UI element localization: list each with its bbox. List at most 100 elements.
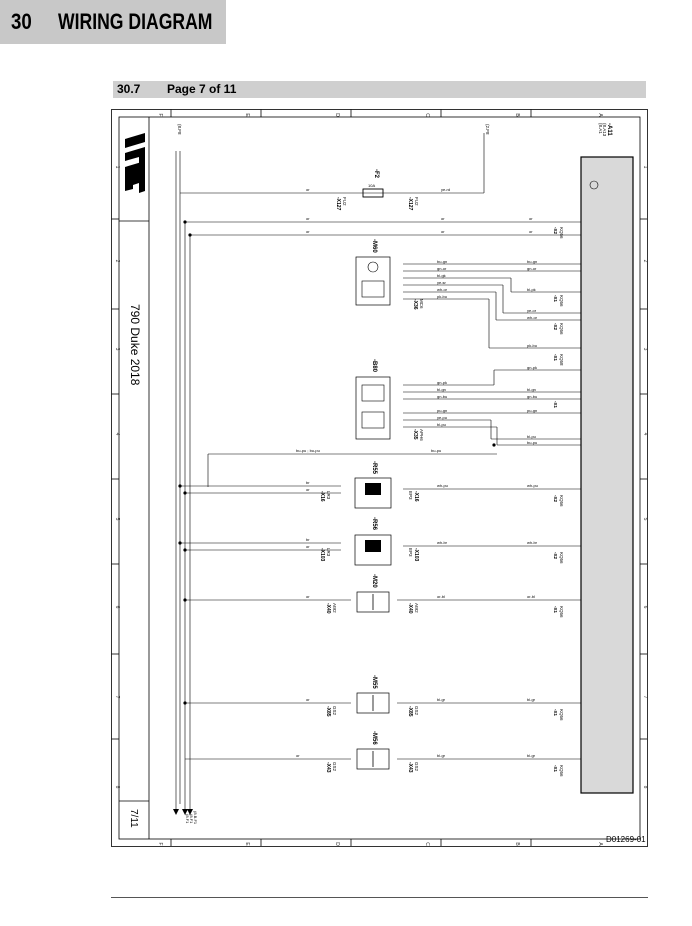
ref-bottom: (8.B.F1 bbox=[193, 811, 198, 825]
wire-label: gn-pk bbox=[437, 380, 447, 385]
row-label-bottom: C bbox=[424, 842, 430, 846]
r55-name: -R55 bbox=[371, 461, 377, 475]
ecu-connector-label: -X1 bbox=[553, 765, 558, 773]
row-label-top: D bbox=[334, 113, 340, 117]
fuse-conn-right: -X127 bbox=[407, 197, 413, 211]
m56-conn-right: -X43 bbox=[407, 762, 413, 773]
drawing-id: D01269-01 bbox=[606, 835, 646, 844]
b80-conn-code: APH6 bbox=[419, 429, 424, 441]
wire-label: wh-br bbox=[527, 540, 538, 545]
row-label-bottom: B bbox=[514, 842, 520, 846]
col-label: 8 bbox=[114, 786, 120, 789]
col-label: 2 bbox=[642, 260, 648, 263]
r55-conn-left: -X16 bbox=[319, 491, 325, 502]
r56-conn-right-code: EP3 bbox=[408, 548, 413, 557]
row-label-top: F bbox=[157, 113, 163, 116]
wire-label: bl-pu bbox=[527, 434, 536, 439]
wire-label: bu-gn bbox=[437, 259, 447, 264]
ref-top-left: (8.F8 bbox=[177, 124, 182, 135]
wire-label: or bbox=[441, 229, 445, 234]
fuse-conn-left: -X127 bbox=[335, 197, 341, 211]
wire-label: wh-or bbox=[527, 315, 538, 320]
col-label: 4 bbox=[642, 433, 648, 436]
wire-label: or bbox=[306, 594, 310, 599]
row-label-top: E bbox=[244, 113, 250, 117]
m56-conn-left: -X43 bbox=[325, 762, 331, 773]
m20-name: -M20 bbox=[371, 574, 377, 588]
wire-label: pk-bu bbox=[527, 343, 537, 348]
fuse-name: -F2 bbox=[373, 169, 379, 179]
col-label: 6 bbox=[642, 606, 648, 609]
wire-label: bl-gn bbox=[527, 387, 536, 392]
m20-conn-left-code: AW2 bbox=[332, 603, 337, 613]
ref-top-right: (8.A1 bbox=[598, 123, 603, 134]
chapter-number: 30 bbox=[11, 9, 32, 34]
wire-label: bl-gr bbox=[437, 753, 446, 758]
col-label: 7 bbox=[114, 696, 120, 699]
m55-name: -M55 bbox=[371, 675, 377, 689]
m60-conn: -X36 bbox=[412, 299, 418, 310]
page-indicator: 7/11 bbox=[128, 809, 139, 828]
wire-label: bl-pk bbox=[527, 287, 536, 292]
m56-conn-left-code: GS2 bbox=[332, 762, 337, 772]
wire-label: bl-pu bbox=[437, 422, 446, 427]
wire-label: bl-gr bbox=[437, 697, 446, 702]
r56-conn-right: -X103 bbox=[413, 548, 419, 562]
row-label-top: C bbox=[424, 113, 430, 117]
ecu-connector-label: -X1 bbox=[553, 401, 558, 409]
m55-conn-right-code: GS2 bbox=[414, 706, 419, 716]
ecu-symbol-icon bbox=[589, 180, 599, 190]
r56-name: -R56 bbox=[371, 517, 377, 531]
wire-label: or-bl bbox=[527, 594, 535, 599]
row-label-bottom: D bbox=[334, 842, 340, 846]
m20-conn-right-code: AW2 bbox=[414, 603, 419, 613]
wire-label: bl-gk bbox=[437, 273, 446, 278]
wire-label: gn-bu bbox=[437, 394, 447, 399]
ecu-connector-label: -X1 bbox=[553, 709, 558, 717]
wire-label: or bbox=[306, 229, 310, 234]
ecu-connector-code: KQ56 bbox=[559, 552, 564, 564]
ecu-connector-label: -X2 bbox=[553, 323, 558, 331]
wire-label: wh-pu bbox=[437, 483, 448, 488]
wire-label: ye-sr bbox=[437, 280, 447, 285]
ecu-block bbox=[580, 156, 634, 794]
row-label-bottom: E bbox=[244, 842, 250, 846]
r55-component bbox=[354, 477, 392, 509]
col-label: 3 bbox=[114, 348, 120, 351]
wire-label: bl-gr bbox=[527, 697, 536, 702]
fuse-conn-left-code: FU2 bbox=[342, 197, 347, 206]
col-label: 6 bbox=[114, 606, 120, 609]
m55-conn-left-code: GS2 bbox=[332, 706, 337, 716]
wire-label: gn-or bbox=[527, 266, 537, 271]
ecu-connector-label: -X2 bbox=[553, 227, 558, 235]
wire-label: pk-bu bbox=[437, 294, 447, 299]
wire-label: bu-pu bbox=[431, 448, 441, 453]
wire-label: bu-gn bbox=[527, 259, 537, 264]
r56-conn-left-code: LR3 bbox=[326, 548, 331, 557]
r56-conn-left: -X103 bbox=[319, 548, 325, 562]
section-title: Page 7 of 11 bbox=[167, 82, 237, 96]
col-label: 8 bbox=[642, 786, 648, 789]
r56-component bbox=[354, 534, 392, 566]
m60-component bbox=[355, 256, 391, 306]
ecu-connector-code: KQ56 bbox=[559, 227, 564, 239]
m20-conn-right: -X40 bbox=[407, 603, 413, 614]
ecu-connector-label: -X1 bbox=[553, 606, 558, 614]
m56-name: -M56 bbox=[371, 731, 377, 745]
m56-component bbox=[356, 748, 390, 770]
row-label-top: A bbox=[597, 113, 603, 117]
r55-conn-right: -X16 bbox=[413, 491, 419, 502]
row-label-bottom: F bbox=[157, 842, 163, 845]
section-header: 30.7 Page 7 of 11 bbox=[113, 81, 646, 98]
wire-label: br bbox=[306, 480, 310, 485]
b80-conn: -X35 bbox=[412, 429, 418, 440]
ecu-connector-code: KQ56 bbox=[559, 295, 564, 307]
ecu-connector-label: -X2 bbox=[553, 552, 558, 560]
wire-label: wh-or bbox=[437, 287, 448, 292]
m20-conn-left: -X40 bbox=[325, 603, 331, 614]
col-label: 1 bbox=[642, 166, 648, 169]
wire-label: bu-pu ; bu-pu bbox=[296, 448, 320, 453]
wire-label: pu-gn bbox=[527, 408, 537, 413]
m55-component bbox=[356, 692, 390, 714]
fuse-rating: 10A bbox=[368, 183, 375, 188]
